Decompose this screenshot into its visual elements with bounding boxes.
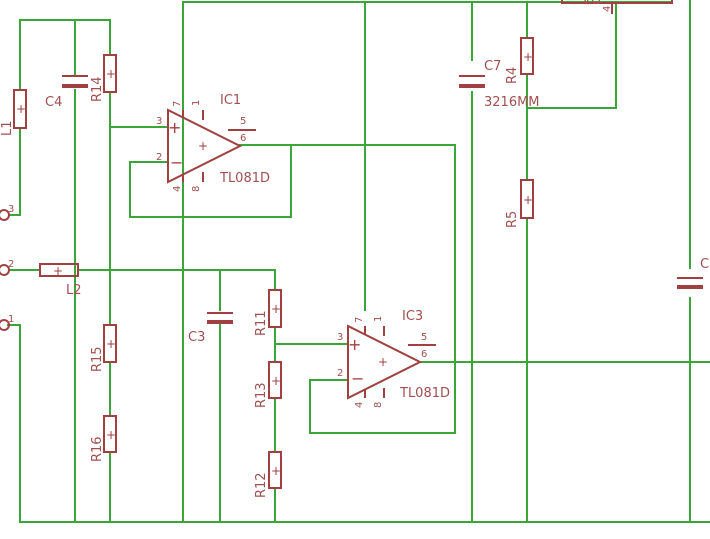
svg-text:6: 6 — [240, 133, 246, 144]
opamp-IC1-body — [167, 108, 243, 184]
svg-text:4: 4 — [172, 186, 183, 192]
wire-in1 — [7, 324, 21, 523]
svg-text:+: + — [106, 428, 116, 442]
svg-text:8: 8 — [373, 402, 384, 408]
label-L1: L1 — [0, 120, 15, 136]
partial-part-vg: VG 4 — [561, 0, 673, 14]
svg-text:3: 3 — [337, 332, 343, 343]
svg-text:+: + — [198, 139, 208, 153]
connector-2 — [0, 264, 10, 276]
resistor-R16 — [103, 415, 117, 453]
label-IC3: IC3 — [402, 309, 423, 324]
pin-label-1: 1 — [8, 314, 14, 325]
wire-ic1-fb — [129, 144, 292, 218]
label-C4: C4 — [45, 95, 62, 110]
svg-text:5: 5 — [421, 332, 427, 343]
svg-text:6: 6 — [421, 349, 427, 360]
wire-ic1-out — [290, 144, 456, 434]
svg-text:+: + — [523, 193, 533, 207]
label-R13: R13 — [254, 382, 269, 408]
opamp-IC1: + − + 3 2 5 6 7 1 4 8 IC1 TL081D — [156, 93, 270, 192]
label-R5: R5 — [505, 211, 520, 228]
resistors-and-inductors: + + + + + + + + + + — [13, 37, 534, 489]
svg-text:7: 7 — [354, 317, 365, 323]
svg-text:2: 2 — [337, 368, 343, 379]
svg-text:+: + — [271, 302, 281, 316]
label-IC3-value: TL081D — [399, 386, 450, 401]
label-C-right: C — [700, 257, 709, 272]
svg-text:+: + — [106, 337, 116, 351]
svg-text:8: 8 — [191, 186, 202, 192]
label-IC1: IC1 — [220, 93, 241, 108]
label-L2: L2 — [66, 283, 82, 298]
label-C3: C3 — [188, 330, 205, 345]
label-R12: R12 — [254, 472, 269, 498]
label-R15: R15 — [90, 346, 105, 372]
svg-text:1: 1 — [191, 100, 202, 106]
resistor-R15 — [103, 324, 117, 363]
resistor-R4 — [520, 37, 534, 75]
label-IC1-value: TL081D — [219, 171, 270, 186]
capacitors — [62, 75, 703, 324]
svg-text:+: + — [106, 67, 116, 81]
resistor-R14 — [103, 54, 117, 93]
svg-text:4: 4 — [354, 402, 365, 408]
svg-text:7: 7 — [172, 101, 183, 107]
svg-text:4: 4 — [602, 6, 613, 12]
pin-label-2: 2 — [8, 259, 14, 270]
label-R14: R14 — [90, 76, 105, 102]
inductor-L1 — [13, 89, 27, 129]
resistor-R11 — [268, 289, 282, 328]
label-R4: R4 — [505, 67, 520, 84]
svg-text:+: + — [378, 355, 388, 369]
connectors: 3 2 1 — [0, 204, 14, 331]
resistor-R13 — [268, 361, 282, 399]
inductor-L2 — [39, 263, 79, 277]
svg-text:1: 1 — [373, 316, 384, 322]
label-C7-value: 3216MM — [484, 95, 540, 110]
label-R16: R16 — [90, 436, 105, 462]
svg-text:−: − — [170, 153, 183, 172]
wires — [7, 0, 710, 523]
svg-text:5: 5 — [240, 116, 246, 127]
connector-3 — [0, 209, 10, 221]
label-VG: VG — [582, 0, 601, 8]
wire-l1-down — [9, 127, 21, 216]
svg-text:+: + — [271, 464, 281, 478]
svg-text:+: + — [16, 102, 26, 116]
resistor-R12 — [268, 451, 282, 489]
wire-r4-tap — [526, 1, 617, 109]
wire-l2-out — [77, 269, 276, 291]
resistor-R5 — [520, 179, 534, 219]
svg-text:2: 2 — [156, 152, 162, 163]
pin-label-3: 3 — [8, 204, 14, 215]
svg-text:−: − — [351, 369, 364, 388]
svg-text:3: 3 — [156, 116, 162, 127]
svg-text:+: + — [271, 374, 281, 388]
svg-text:+: + — [53, 264, 63, 278]
svg-text:+: + — [168, 118, 181, 137]
svg-text:+: + — [523, 50, 533, 64]
opamp-IC3: + − + 3 2 5 6 7 1 4 8 IC3 TL081D — [337, 309, 450, 408]
label-C7: C7 — [484, 59, 501, 74]
label-R11: R11 — [254, 310, 269, 336]
component-labels: L1 C4 R14 L2 R15 R16 C3 R11 R13 R12 C7 3… — [0, 59, 709, 498]
connector-1 — [0, 319, 10, 331]
svg-text:+: + — [348, 335, 361, 354]
opamp-IC3-body — [347, 324, 423, 400]
